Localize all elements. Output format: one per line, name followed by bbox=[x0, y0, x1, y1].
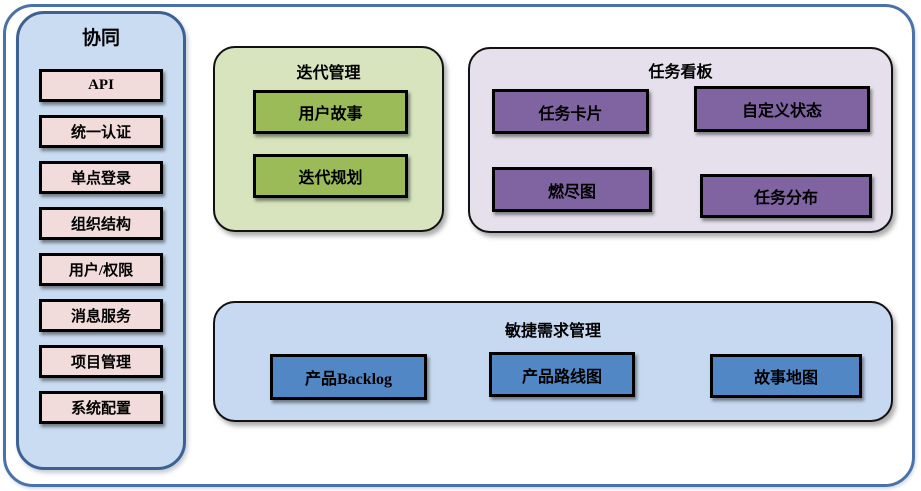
node-custom-status: 自定义状态 bbox=[694, 86, 870, 132]
node-task-distribution: 任务分布 bbox=[700, 174, 872, 218]
node-user-story: 用户故事 bbox=[253, 90, 408, 134]
outer-frame bbox=[3, 4, 915, 487]
node-story-map: 故事地图 bbox=[710, 354, 862, 398]
sidebar-item-system-config: 系统配置 bbox=[39, 391, 163, 424]
sidebar-item-list: API 统一认证 单点登录 组织结构 用户/权限 消息服务 项目管理 系统配置 bbox=[39, 69, 163, 424]
sidebar-item-message-service: 消息服务 bbox=[39, 299, 163, 332]
sidebar-item-user-permission: 用户/权限 bbox=[39, 253, 163, 286]
sidebar-item-unified-auth: 统一认证 bbox=[39, 115, 163, 148]
sidebar-collaboration: 协同 API 统一认证 单点登录 组织结构 用户/权限 消息服务 项目管理 系统… bbox=[16, 11, 186, 470]
group-iteration-title: 迭代管理 bbox=[296, 65, 361, 82]
sidebar-item-org-structure: 组织结构 bbox=[39, 207, 163, 240]
node-burndown-chart: 燃尽图 bbox=[492, 167, 652, 212]
node-product-backlog: 产品Backlog bbox=[270, 354, 427, 400]
group-task-board: 任务看板 任务卡片 自定义状态 燃尽图 任务分布 bbox=[468, 47, 893, 233]
sidebar-item-sso: 单点登录 bbox=[39, 161, 163, 194]
group-agile-title: 敏捷需求管理 bbox=[504, 323, 601, 340]
group-agile-requirement-management: 敏捷需求管理 产品Backlog 产品路线图 故事地图 bbox=[213, 301, 893, 422]
group-task-board-title: 任务看板 bbox=[648, 64, 713, 81]
sidebar-item-project-mgmt: 项目管理 bbox=[39, 345, 163, 378]
node-task-card: 任务卡片 bbox=[492, 89, 649, 134]
node-iteration-planning: 迭代规划 bbox=[253, 154, 408, 198]
group-iteration-management: 迭代管理 用户故事 迭代规划 bbox=[213, 46, 444, 232]
sidebar-item-api: API bbox=[39, 69, 163, 102]
sidebar-title: 协同 bbox=[81, 28, 120, 49]
node-product-roadmap: 产品路线图 bbox=[489, 352, 635, 397]
